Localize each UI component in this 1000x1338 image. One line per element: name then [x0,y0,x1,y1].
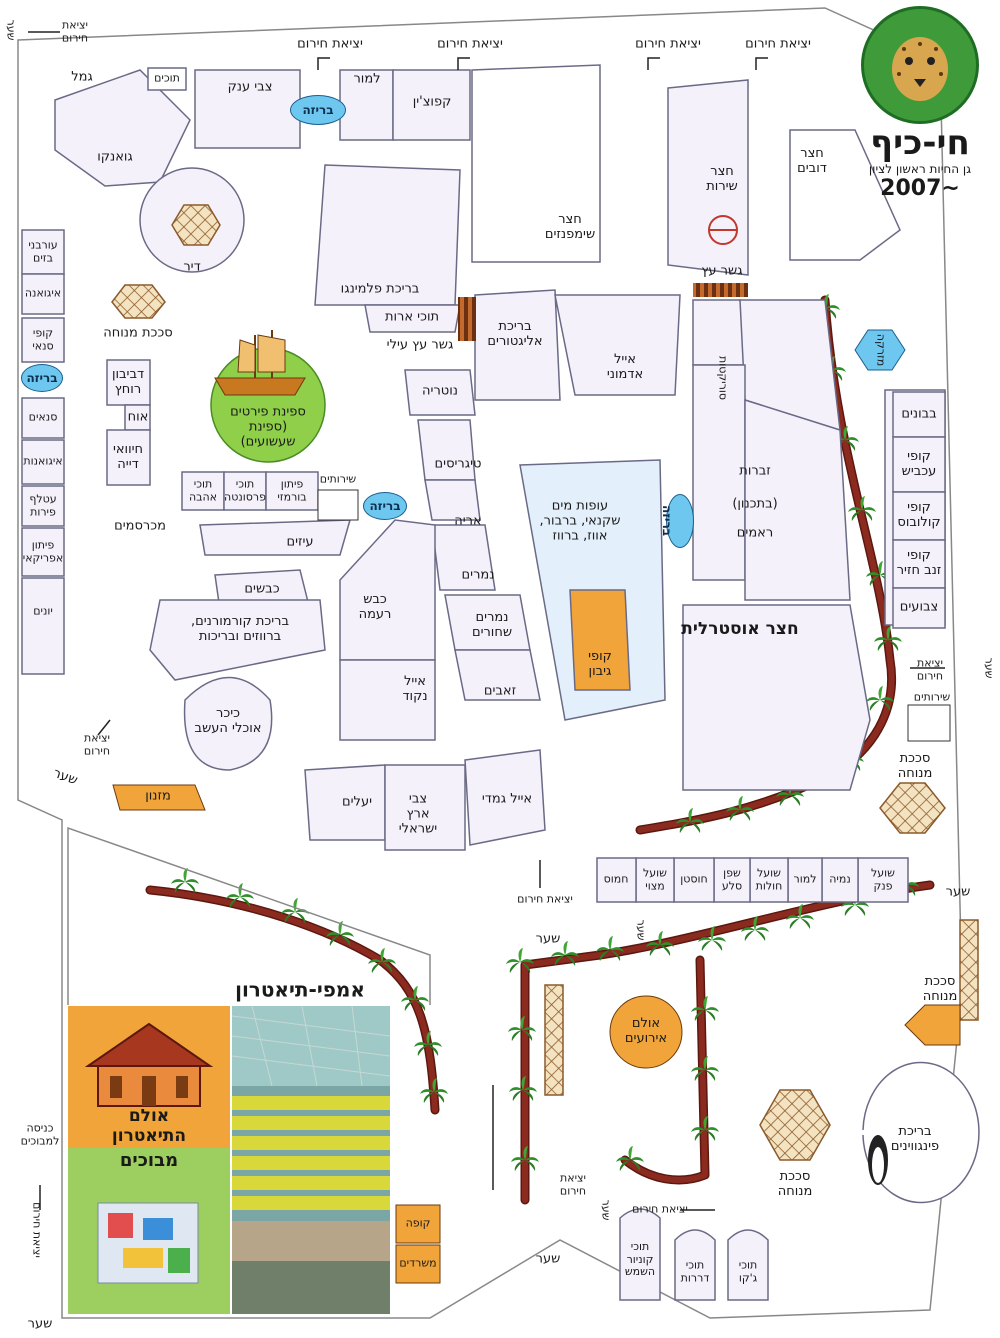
theatre-hall-label: אולם התיאטרון [111,1106,187,1146]
bottom-row-cells [596,857,909,903]
breeze-central: בריזה [363,492,407,520]
wood-bridge [693,283,748,297]
high-wood-bridge [458,297,476,341]
theatre-house-icon [84,1022,214,1107]
cheetah-icon [861,6,979,124]
mazes-playground-icon [97,1202,199,1284]
theatre-building: אולם התיאטרון מבוכים [68,1006,230,1314]
mazes-label: מבוכים [119,1150,179,1171]
west-column-cells [21,229,65,675]
exit-arrows [28,31,945,1211]
enclosures [54,64,946,851]
breeze-east: בריזה [660,494,694,548]
fountain-shape [854,329,906,371]
logo-subtitle: גן החיות ראשון לציון [868,162,972,176]
amphitheatre-photo [232,1006,390,1314]
east-column-cells [892,391,946,629]
logo-year: ~2007 [880,176,960,201]
logo-name: חי-כיף [870,123,970,163]
rest-shelters [111,204,979,1161]
zoo-logo: חי-כיף גן החיות ראשון לציון ~2007 [840,6,1000,211]
event-hall-shape [609,995,683,1069]
breeze-west: בריזה [21,364,63,392]
snack-bar-shape [112,784,206,811]
breeze-north: בריזה [290,95,346,125]
